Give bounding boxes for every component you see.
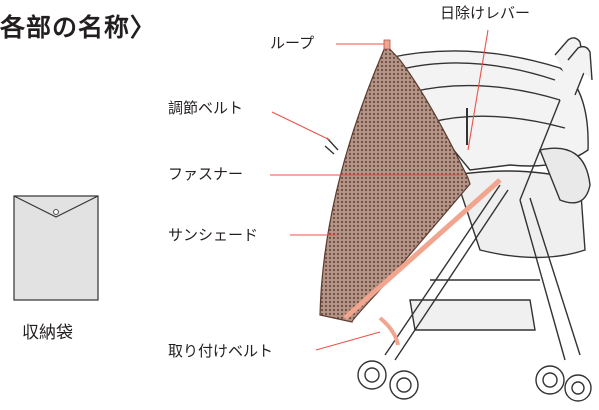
canopy-seam-2 [411,84,561,101]
canopy-seam-1 [397,62,556,81]
frame-handle-bar [519,99,561,201]
label-fastener: ファスナー [168,165,244,183]
front-wheel-right-hub [396,377,412,393]
rear-wheel-left-hub [542,372,558,388]
sunshade-panel [319,43,471,323]
frame-front-leg [384,184,501,356]
front-wheel-right [389,370,419,400]
storage-bag-button [53,209,59,215]
label-adjust-belt: 調節ベルト [168,99,244,117]
label-attach-belt: 取り付けベルト [168,342,274,360]
rear-wheel-left [535,365,565,395]
frame-rear-leg [519,199,566,361]
frame-rear-leg-2 [529,197,581,356]
front-wheel-left-hub [364,367,380,383]
side-bag [539,147,591,204]
leader-line-lever [467,29,489,151]
label-loop: ループ [270,34,315,52]
adjust-belt-tab [324,137,339,155]
storage-bag-caption: 収納袋 [22,323,73,343]
page-title: 各部の名称〉 [0,13,157,42]
label-sunshade: サンシェード [168,226,259,244]
rear-wheel-right [564,374,592,402]
loop-tab [383,39,391,50]
storage-bag-illustration [13,195,99,301]
attach-belt-end [378,316,400,346]
label-sunshade-lever: 日除けレバー [440,4,531,22]
front-wheel-left [357,360,387,390]
leader-line-adjust-belt [271,111,331,141]
frame-front-leg-2 [394,189,509,361]
basket [409,299,536,331]
stroller-illustration [357,37,593,402]
handle-right [567,45,593,81]
rear-wheel-right-hub [571,381,585,395]
canopy-seam-3 [431,115,566,129]
storage-bag-flap [13,195,99,218]
leader-line-attach-belt [315,331,381,351]
attach-belt-strip [343,178,502,320]
